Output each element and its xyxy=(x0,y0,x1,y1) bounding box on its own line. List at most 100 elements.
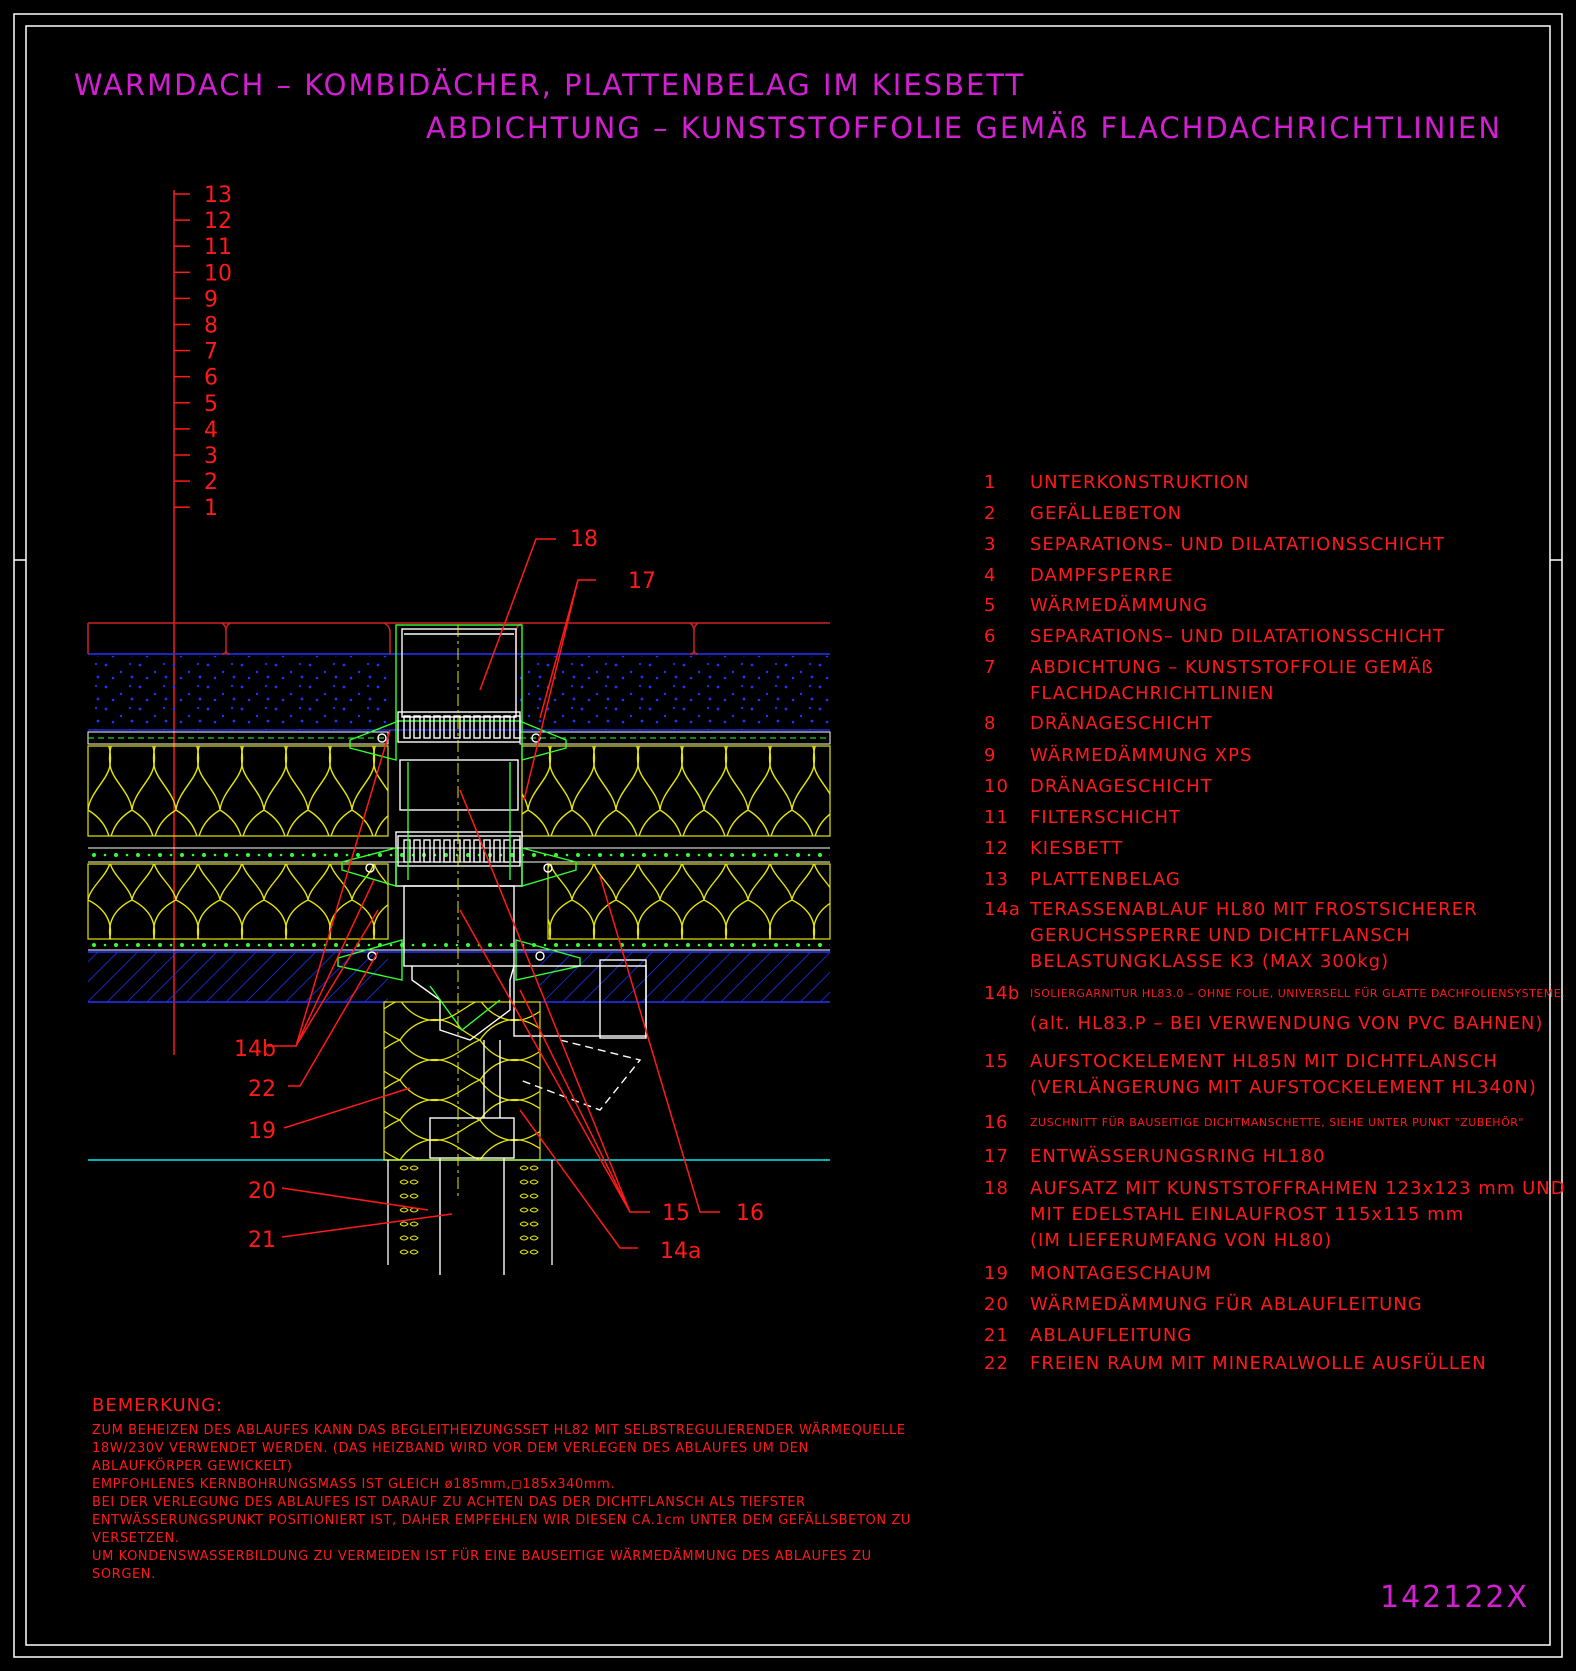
legend-text: GERUCHSSPERRE UND DICHTFLANSCH xyxy=(1030,925,1411,946)
remark-line: VERSETZEN. xyxy=(92,1531,180,1546)
legend-number: 10 xyxy=(984,776,1009,797)
thermal-insulation-left xyxy=(87,863,389,940)
scale-label: 6 xyxy=(204,366,218,391)
legend-text: AUFSTOCKELEMENT HL85N MIT DICHTFLANSCH xyxy=(1030,1051,1498,1072)
legend-text: ISOLIERGARNITUR HL83.0 – OHNE FOLIE, UNI… xyxy=(1030,987,1566,1000)
legend-text: MIT EDELSTAHL EINLAUFROST 115x115 mm xyxy=(1030,1204,1465,1225)
legend-number: 12 xyxy=(984,838,1009,859)
legend-number: 16 xyxy=(984,1112,1008,1133)
remark-line: ENTWÄSSERUNGSPUNKT POSITIONIERT IST, DAH… xyxy=(92,1513,912,1528)
legend-text: WÄRMEDÄMMUNG XPS xyxy=(1030,745,1253,766)
legend-text: KIESBETT xyxy=(1030,838,1124,859)
remark-line: BEI DER VERLEGUNG DES ABLAUFES IST DARAU… xyxy=(92,1495,806,1510)
legend-number: 17 xyxy=(984,1146,1009,1167)
legend-text: (VERLÄNGERUNG MIT AUFSTOCKELEMENT HL340N… xyxy=(1030,1077,1537,1098)
callout-15: 15 xyxy=(662,1201,690,1226)
xps-insulation-right xyxy=(521,745,831,837)
drawing-code: 142122X xyxy=(1380,1580,1530,1615)
legend-text: AUFSATZ MIT KUNSTSTOFFRAHMEN 123x123 mm … xyxy=(1030,1178,1566,1199)
gravel-bed-left xyxy=(88,656,388,730)
legend-number: 15 xyxy=(984,1051,1009,1072)
legend-number: 18 xyxy=(984,1178,1009,1199)
scale-label: 4 xyxy=(204,418,218,443)
legend-number: 8 xyxy=(984,713,997,734)
remark-line: ABLAUFKÖRPER GEWICKELT) xyxy=(92,1459,293,1474)
legend-number: 2 xyxy=(984,503,997,524)
remarks: BEMERKUNG: ZUM BEHEIZEN DES ABLAUFES KAN… xyxy=(92,1395,942,1584)
remark-line: SORGEN. xyxy=(92,1567,156,1582)
legend-number: 7 xyxy=(984,657,997,678)
sloped-concrete-right xyxy=(540,952,830,1002)
legend-number: 21 xyxy=(984,1325,1009,1346)
legend-number: 22 xyxy=(984,1353,1009,1374)
legend-text: ZUSCHNITT FÜR BAUSEITIGE DICHTMANSCHETTE… xyxy=(1030,1116,1524,1129)
legend-text: PLATTENBELAG xyxy=(1030,869,1181,890)
scale-label: 7 xyxy=(204,340,218,365)
legend-text: ENTWÄSSERUNGSRING HL180 xyxy=(1030,1146,1326,1167)
scale-label: 3 xyxy=(204,444,218,469)
callout-17: 17 xyxy=(628,569,656,594)
legend-number: 20 xyxy=(984,1294,1009,1315)
legend-text: (IM LIEFERUMFANG VON HL80) xyxy=(1030,1230,1333,1251)
callout-18: 18 xyxy=(570,527,598,552)
legend-text: ABDICHTUNG – KUNSTSTOFFOLIE GEMÄß xyxy=(1030,657,1434,678)
legend-number: 11 xyxy=(984,807,1009,828)
thermal-insulation-right xyxy=(547,863,831,940)
legend-number: 13 xyxy=(984,869,1009,890)
core-hole-foam xyxy=(383,1001,541,1161)
scale-label: 1 xyxy=(204,496,218,521)
legend-number: 3 xyxy=(984,534,997,555)
callout-22: 22 xyxy=(248,1077,276,1102)
legend-text: GEFÄLLEBETON xyxy=(1030,503,1183,524)
pipe-insulation xyxy=(387,1160,553,1265)
remark-line: UM KONDENSWASSERBILDUNG ZU VERMEIDEN IST… xyxy=(92,1549,872,1564)
callout-labels: 18 17 14b 22 19 20 21 15 16 14a xyxy=(234,527,764,1264)
callout-leaders xyxy=(268,538,720,1249)
scale-label: 5 xyxy=(204,392,218,417)
legend-text: FILTERSCHICHT xyxy=(1030,807,1182,828)
legend-text: DRÄNAGESCHICHT xyxy=(1030,776,1213,797)
legend-text: ABLAUFLEITUNG xyxy=(1030,1325,1193,1346)
legend-text: UNTERKONSTRUKTION xyxy=(1030,472,1250,493)
remarks-title: BEMERKUNG: xyxy=(92,1395,224,1416)
callout-14a: 14a xyxy=(660,1239,701,1264)
remark-line: 18W/230V VERWENDET WERDEN. (DAS HEIZBAND… xyxy=(92,1441,809,1456)
remark-line: ZUM BEHEIZEN DES ABLAUFES KANN DAS BEGLE… xyxy=(92,1423,906,1438)
scale-label: 2 xyxy=(204,470,218,495)
legend-text: TERASSENABLAUF HL80 MIT FROSTSICHERER xyxy=(1030,899,1478,920)
scale-label: 8 xyxy=(204,314,218,339)
legend-number: 6 xyxy=(984,626,997,647)
legend-text: DAMPFSPERRE xyxy=(1030,565,1174,586)
legend-number: 9 xyxy=(984,745,997,766)
sloped-concrete-left xyxy=(88,952,388,1002)
legend-text: DRÄNAGESCHICHT xyxy=(1030,713,1213,734)
outer-frame xyxy=(13,13,1563,1658)
legend-text: WÄRMEDÄMMUNG FÜR ABLAUFLEITUNG xyxy=(1030,1294,1423,1315)
scale-label: 10 xyxy=(204,261,232,286)
callout-20: 20 xyxy=(248,1179,276,1204)
legend-text: FREIEN RAUM MIT MINERALWOLLE AUSFÜLLEN xyxy=(1030,1353,1487,1374)
legend-number: 19 xyxy=(984,1263,1009,1284)
scale-label: 12 xyxy=(204,209,232,234)
legend-text: FLACHDACHRICHTLINIEN xyxy=(1030,683,1275,704)
legend-text: (alt. HL83.P – BEI VERWENDUNG VON PVC BA… xyxy=(1030,1013,1544,1034)
legend-text: WÄRMEDÄMMUNG xyxy=(1030,595,1209,616)
title-line-2: ABDICHTUNG – KUNSTSTOFFOLIE GEMÄß FLACHD… xyxy=(426,111,1503,145)
legend-number: 4 xyxy=(984,565,997,586)
paving-slabs xyxy=(87,622,830,655)
legend-number: 5 xyxy=(984,595,997,616)
legend-text: MONTAGESCHAUM xyxy=(1030,1263,1212,1284)
scale-label: 11 xyxy=(204,235,232,260)
legend-number: 1 xyxy=(984,472,997,493)
inner-frame xyxy=(25,25,1551,1646)
gravel-bed-right xyxy=(520,656,830,730)
callout-19: 19 xyxy=(248,1119,276,1144)
title-line-1: WARMDACH – KOMBIDÄCHER, PLATTENBELAG IM … xyxy=(74,68,1026,102)
callout-21: 21 xyxy=(248,1228,276,1253)
legend-number: 14b xyxy=(984,983,1020,1004)
legend-text: SEPARATIONS– UND DILATATIONSSCHICHT xyxy=(1030,626,1446,647)
callout-14b: 14b xyxy=(234,1037,276,1062)
scale-label: 9 xyxy=(204,287,218,312)
legend-text: SEPARATIONS– UND DILATATIONSSCHICHT xyxy=(1030,534,1446,555)
